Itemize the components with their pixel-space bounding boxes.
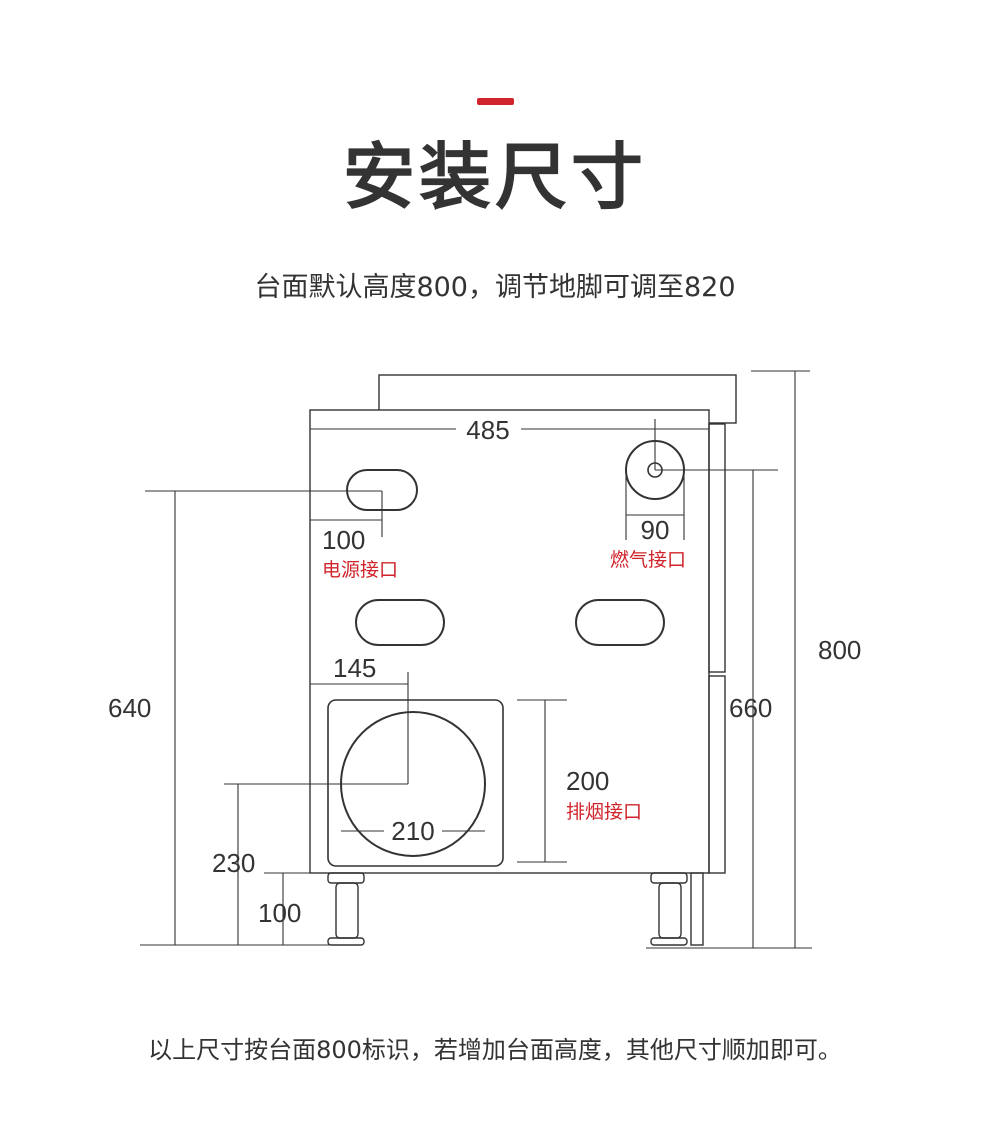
exhaust-frame	[327, 699, 504, 867]
leg-left	[327, 872, 365, 946]
exhaust-port-label: 排烟接口	[566, 801, 642, 823]
power-port-label: 电源接口	[322, 559, 398, 581]
dim-485: 485	[466, 415, 509, 445]
knockout-right	[575, 599, 665, 646]
cabinet-body	[309, 409, 710, 874]
dim-exhaust-145: 145	[333, 653, 376, 683]
dim-exhaust-210: 210	[391, 816, 434, 846]
page-title: 安装尺寸	[342, 135, 647, 219]
dim-exhaust-200: 200	[566, 766, 609, 796]
dimension-lines	[140, 370, 812, 949]
accent-bar	[477, 98, 514, 105]
side-panel-upper	[708, 423, 726, 673]
dim-leg-100: 100	[258, 898, 301, 928]
dim-power-640: 640	[108, 693, 151, 723]
dim-exhaust-230: 230	[212, 848, 255, 878]
gas-port-label: 燃气接口	[610, 549, 686, 571]
dim-power-100: 100	[322, 525, 365, 555]
dim-gas-90: 90	[641, 515, 670, 545]
footer-note: 以上尺寸按台面800标识，若增加台面高度，其他尺寸顺加即可。	[148, 1036, 842, 1064]
dim-gas-660: 660	[729, 693, 772, 723]
dim-total-800: 800	[818, 635, 861, 665]
knockout-left	[355, 599, 445, 646]
side-panel-foot	[690, 872, 704, 946]
side-panel-lower	[708, 675, 726, 874]
page-subtitle: 台面默认高度800，调节地脚可调至820	[254, 272, 736, 303]
leg-right	[650, 872, 688, 946]
